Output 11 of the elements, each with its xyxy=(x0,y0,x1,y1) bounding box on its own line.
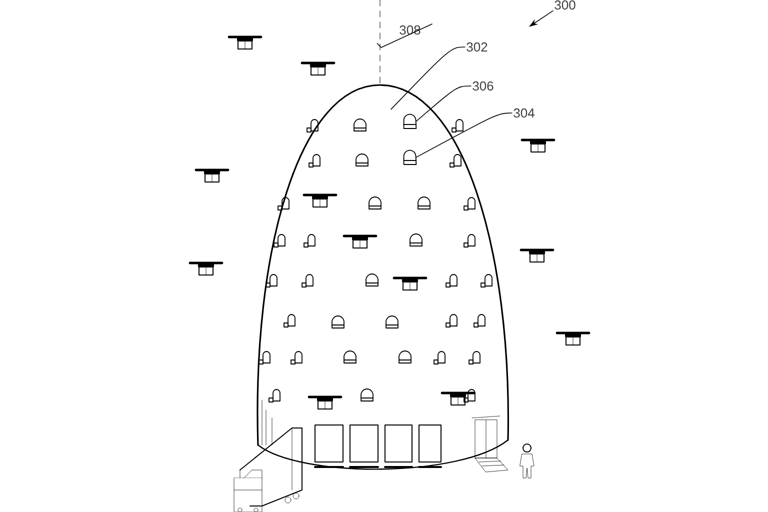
leader-line xyxy=(416,112,512,158)
callout-number: 302 xyxy=(466,42,488,52)
leader-line xyxy=(390,46,466,110)
callout-number: 308 xyxy=(400,25,420,35)
callout-number: 306 xyxy=(472,81,494,91)
window xyxy=(403,150,417,165)
callout-number: 300 xyxy=(554,0,576,10)
window xyxy=(403,114,417,129)
leader-line xyxy=(376,24,432,48)
callout-number: 304 xyxy=(514,108,534,118)
leader-line xyxy=(416,86,472,122)
